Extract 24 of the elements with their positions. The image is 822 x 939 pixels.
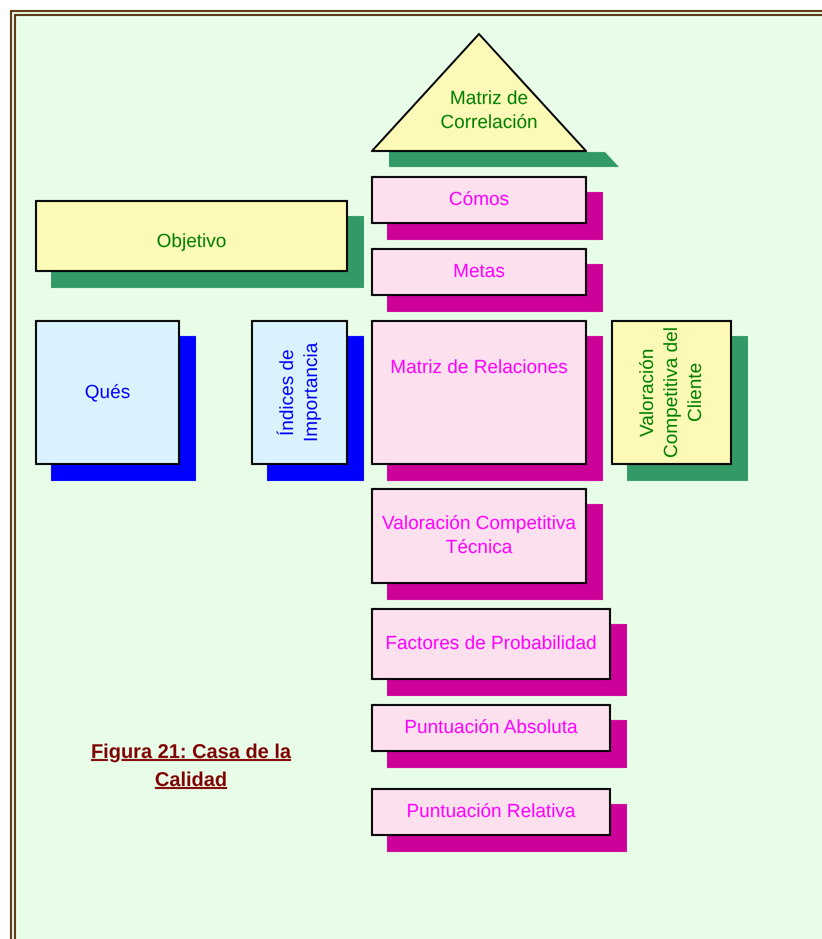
text-box — [371, 248, 587, 296]
text-box — [371, 608, 611, 680]
node-label: Índices de Importancia — [276, 342, 322, 444]
text-box — [371, 176, 587, 224]
text-box — [611, 320, 732, 465]
text-box — [35, 320, 180, 465]
node-label: Objetivo — [156, 230, 226, 254]
figure-caption: Figura 21: Casa de la Calidad — [90, 740, 292, 793]
node-label: Metas — [453, 260, 505, 284]
node-label: Factores de Probabilidad — [385, 632, 597, 656]
text-box — [371, 704, 611, 752]
node-label: Puntuación Relativa — [406, 800, 576, 824]
text-box — [251, 320, 348, 465]
node-label: Puntuación Absoluta — [404, 716, 578, 740]
node-label: Cómos — [448, 188, 510, 212]
node-label: Matriz de Correlación — [439, 87, 539, 135]
node-label: Valoración Competitiva Técnica — [381, 512, 577, 560]
text-box — [371, 488, 587, 584]
text-box — [35, 200, 348, 272]
node-label: Qués — [84, 380, 130, 404]
text-box — [371, 788, 611, 836]
node-label: Valoración Competitiva del Cliente — [636, 326, 706, 460]
text-box — [371, 320, 587, 465]
node-label: Matriz de Relaciones — [390, 356, 568, 380]
